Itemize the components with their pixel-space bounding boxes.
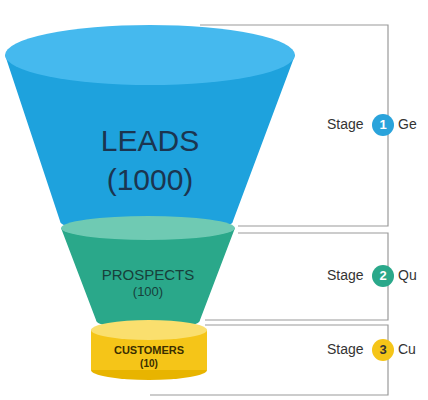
text-area: PROSPECTS(100)	[60, 249, 236, 317]
stage-label: Stage	[326, 341, 365, 357]
funnel-band: CUSTOMERS(10)	[90, 318, 208, 382]
circle-fill	[372, 265, 394, 287]
stage-number: 2	[372, 265, 394, 287]
funnel-band: PROSPECTS(100)	[60, 215, 236, 330]
stage-name: Ge	[397, 116, 418, 132]
band-title: CUSTOMERS	[114, 344, 184, 358]
stage-label: Stage	[326, 116, 365, 132]
text-area: 1	[372, 114, 394, 136]
stage-number: 3	[372, 339, 394, 361]
funnel-band: LEADS(1000)	[5, 25, 295, 230]
band-count: (100)	[133, 284, 163, 300]
band-title: LEADS	[101, 121, 199, 160]
stage-name: Cu	[397, 341, 417, 357]
stage-number-text: 1	[379, 117, 386, 133]
stage-bracket	[205, 233, 388, 320]
band-title: PROSPECTS	[102, 266, 195, 285]
stage-name: Qu	[397, 267, 418, 283]
funnel-top	[61, 216, 235, 240]
funnel-top	[5, 25, 295, 85]
cylinder-top	[91, 320, 207, 340]
stage-number: 1	[372, 114, 394, 136]
band-count: (10)	[140, 358, 158, 371]
funnel-body	[61, 228, 235, 330]
stage-number-text: 2	[379, 268, 386, 284]
band-count: (1000)	[107, 160, 194, 199]
text-area: LEADS(1000)	[5, 110, 295, 210]
stage-number-text: 3	[379, 342, 386, 358]
circle-fill	[372, 114, 394, 136]
stage-label: Stage	[326, 267, 365, 283]
text-area: CUSTOMERS(10)	[90, 338, 208, 376]
circle-fill	[372, 339, 394, 361]
text-area: 2	[372, 265, 394, 287]
text-area: 3	[372, 339, 394, 361]
